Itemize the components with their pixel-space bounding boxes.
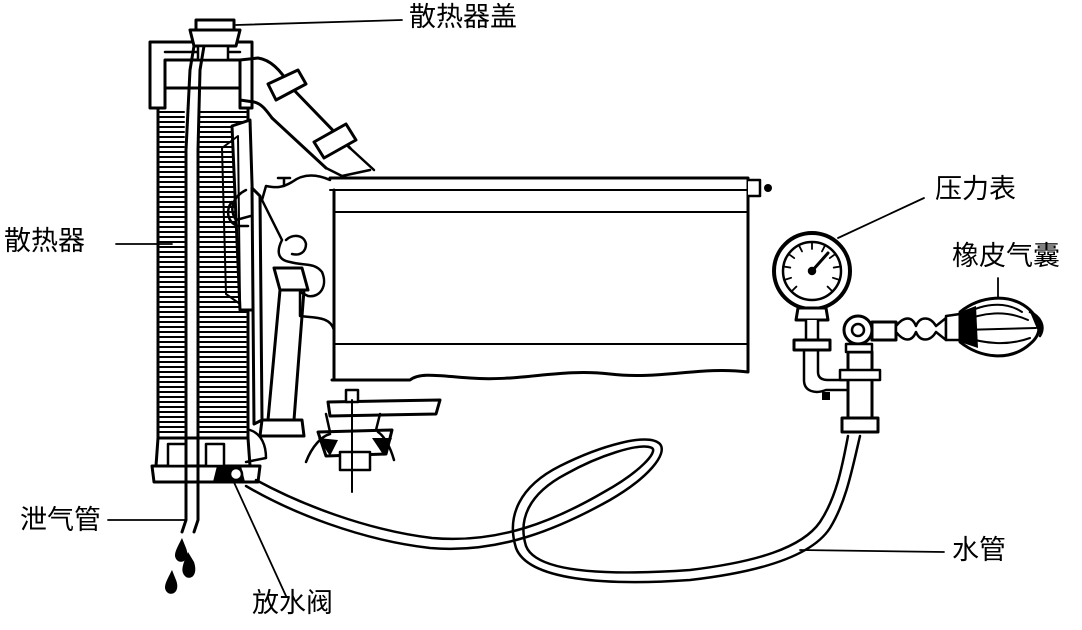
gauge-tick bbox=[788, 253, 796, 259]
tee-fitting bbox=[838, 314, 898, 434]
leader-drain-valve bbox=[231, 477, 287, 597]
water-hose bbox=[244, 434, 862, 584]
label-radiator-cap: 散热器盖 bbox=[409, 2, 517, 33]
leader-radiator-cap bbox=[235, 19, 403, 26]
gauge-tick bbox=[826, 285, 833, 292]
rubber-bulb bbox=[894, 296, 1044, 358]
gauge-tick bbox=[798, 245, 803, 253]
gauge-tick bbox=[791, 285, 798, 292]
water-drips bbox=[165, 538, 196, 594]
label-vent-pipe: 泄气管 bbox=[20, 505, 101, 536]
label-rubber-bulb: 橡皮气囊 bbox=[952, 241, 1060, 272]
fan bbox=[221, 118, 264, 426]
gauge-tick bbox=[784, 276, 792, 281]
gauge-tick bbox=[783, 265, 792, 269]
label-drain-valve: 放水阀 bbox=[252, 588, 333, 619]
vent-pipe bbox=[180, 44, 206, 534]
drain-valve bbox=[213, 465, 245, 483]
gauge-tick bbox=[832, 276, 840, 281]
gauge-tick bbox=[832, 265, 841, 269]
engine-block bbox=[226, 174, 772, 382]
engine-mount bbox=[304, 388, 442, 493]
leader-water-hose bbox=[799, 549, 945, 553]
label-radiator: 散热器 bbox=[4, 226, 85, 257]
upper-water-pipe bbox=[238, 56, 376, 178]
leader-lines bbox=[107, 19, 999, 597]
gauge-tick bbox=[828, 253, 836, 259]
gauge-tick bbox=[821, 245, 826, 253]
leader-pressure-gauge bbox=[837, 197, 925, 239]
radiator-cap bbox=[188, 18, 242, 62]
pressure-gauge bbox=[772, 231, 852, 400]
label-pressure-gauge: 压力表 bbox=[935, 174, 1016, 205]
label-water-hose: 水管 bbox=[952, 535, 1006, 566]
lower-water-pipe bbox=[244, 266, 310, 464]
